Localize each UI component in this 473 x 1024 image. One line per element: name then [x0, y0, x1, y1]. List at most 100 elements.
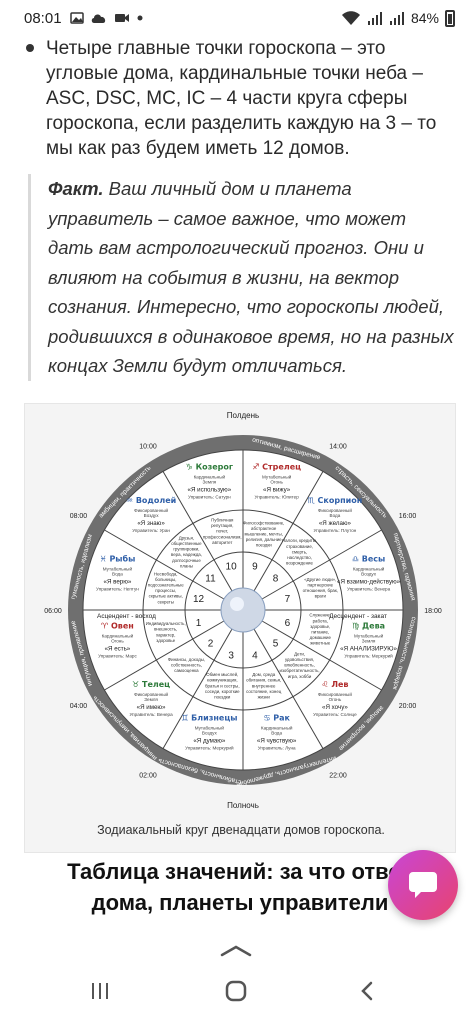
sign-type: Кардинальный	[353, 565, 385, 571]
house-number: 12	[193, 594, 205, 605]
crystal-ball	[220, 587, 266, 633]
home-icon[interactable]	[224, 980, 248, 1002]
hour-label: 16:00	[399, 513, 417, 520]
house-number: 7	[285, 594, 291, 605]
hour-label: 08:00	[70, 513, 88, 520]
sign-element: Огонь	[329, 697, 342, 702]
video-icon	[114, 14, 129, 22]
sign-motto: «Я есть»	[105, 646, 131, 653]
sign-name: ♓ Рыбы	[99, 553, 135, 563]
sign-name: ♒ Водолей	[126, 496, 176, 505]
dsc-label: Десцендент - закат	[329, 613, 387, 620]
house-number: 3	[228, 650, 234, 661]
bullet-item: Четыре главные точки гороскопа – это угл…	[26, 36, 456, 161]
sign-type: Фиксированный	[318, 691, 352, 697]
house-meaning: профессионализм,	[203, 534, 242, 539]
sign-motto: «Я вижу»	[263, 486, 291, 493]
house-meaning: жизни	[258, 694, 271, 699]
sign-element: Вода	[330, 513, 341, 518]
chat-button[interactable]	[388, 850, 458, 920]
sign-type: Кардинальный	[102, 633, 134, 639]
house-meaning: абстрактное	[251, 526, 277, 531]
sign-type: Мутабельный	[262, 473, 292, 479]
house-meaning: Финансы, доходы,	[168, 657, 205, 662]
sign-name: ♌ Лев	[321, 680, 348, 689]
hour-label: 18:00	[424, 608, 442, 615]
house-meaning: поездки	[214, 694, 231, 699]
house-number: 5	[273, 639, 279, 650]
sign-element: Воздух	[361, 571, 377, 576]
sign-type: Кардинальный	[261, 725, 293, 731]
sign-name: ♍ Дева	[352, 622, 385, 631]
signal-icon	[367, 12, 382, 25]
sign-element: Огонь	[111, 639, 124, 644]
chevron-up-icon[interactable]	[219, 944, 253, 958]
house-meaning: собственность,	[171, 663, 202, 668]
house-meaning: скрытые активы,	[149, 594, 183, 599]
house-meaning: Индивидуальность,	[146, 621, 186, 626]
sign-type: Кардинальный	[194, 473, 226, 479]
sign-name: ♎ Весы	[352, 554, 385, 563]
house-meaning: почет,	[216, 529, 228, 534]
house-meaning: Обмен мыслей,	[206, 672, 238, 677]
hour-label: 06:00	[44, 608, 62, 615]
house-meaning: братья и сестры,	[205, 683, 240, 688]
house-number: 11	[205, 573, 216, 584]
house-meaning: самооценка	[174, 668, 199, 673]
sign-ruler: Управитель: Меркурий	[344, 653, 393, 659]
house-number: 1	[196, 618, 202, 629]
sign-ruler: Управитель: Марс	[98, 654, 137, 659]
house-meaning: домашние	[310, 635, 332, 640]
house-number: 6	[285, 618, 291, 629]
house-meaning: страхование,	[286, 544, 313, 549]
house-meaning: обитания, семья,	[246, 678, 281, 683]
house-meaning: возрождение	[286, 561, 313, 566]
sign-name: ♐ Стрелец	[252, 462, 301, 471]
house-meaning: процессы,	[155, 588, 176, 593]
house-meaning: питание,	[311, 630, 329, 635]
sign-element: Земля	[203, 479, 217, 484]
house-meaning: отношения, брак,	[303, 588, 338, 593]
sign-motto: «Я чувствую»	[257, 738, 297, 745]
house-meaning: мышление, мечты,	[244, 532, 282, 537]
sign-ruler: Управитель: Уран	[132, 528, 170, 533]
house-meaning: внутреннее	[252, 683, 276, 688]
sign-motto: «Я верю»	[104, 578, 132, 585]
house-meaning: планы	[180, 563, 193, 568]
midnight-label: Полночь	[227, 801, 259, 810]
fact-label: Факт.	[48, 178, 104, 199]
notification-icons	[69, 11, 144, 25]
house-meaning: Несвобода,	[154, 571, 178, 576]
house-meaning: группировки,	[173, 547, 199, 552]
hour-label: 14:00	[329, 443, 347, 450]
sign-motto: «Я использую»	[188, 486, 232, 493]
status-time: 08:01	[24, 9, 62, 27]
sign-element: Воздух	[144, 513, 160, 518]
sign-type: Мутабельный	[195, 725, 225, 731]
sign-type: Фиксированный	[134, 691, 168, 697]
figure-caption: Зодиакальный круг двенадцати домов горос…	[97, 823, 385, 837]
house-meaning: Дети,	[294, 651, 305, 656]
sign-type: Фиксированный	[318, 507, 352, 513]
sign-ruler: Управитель: Венера	[347, 586, 391, 591]
house-meaning: поездки	[256, 543, 273, 548]
section-heading: Таблица значений: за что отвеч дома, пла…	[30, 856, 450, 918]
sign-motto: «Я думаю»	[193, 738, 226, 745]
house-meaning: влюбленность,	[284, 663, 314, 668]
sign-motto: «Я имею»	[137, 704, 166, 711]
hour-label: 02:00	[139, 773, 157, 780]
house-meaning: подсознательные	[148, 582, 184, 587]
sign-name: ♉ Телец	[132, 680, 170, 689]
wheel-spoke	[104, 529, 225, 600]
back-icon[interactable]	[356, 980, 380, 1002]
hour-label: 10:00	[139, 443, 157, 450]
sign-ruler: Управитель: Плутон	[314, 528, 357, 533]
sign-ruler: Управитель: Солнце	[313, 712, 357, 717]
house-meaning: больницы,	[155, 577, 176, 582]
hour-label: 22:00	[329, 773, 347, 780]
house-number: 9	[252, 562, 258, 573]
house-meaning: Дом, среда	[252, 672, 275, 677]
sign-element: Вода	[271, 731, 282, 736]
sign-motto: «Я АНАЛИЗИРУЮ»	[340, 646, 397, 653]
recents-icon[interactable]	[88, 980, 112, 1002]
